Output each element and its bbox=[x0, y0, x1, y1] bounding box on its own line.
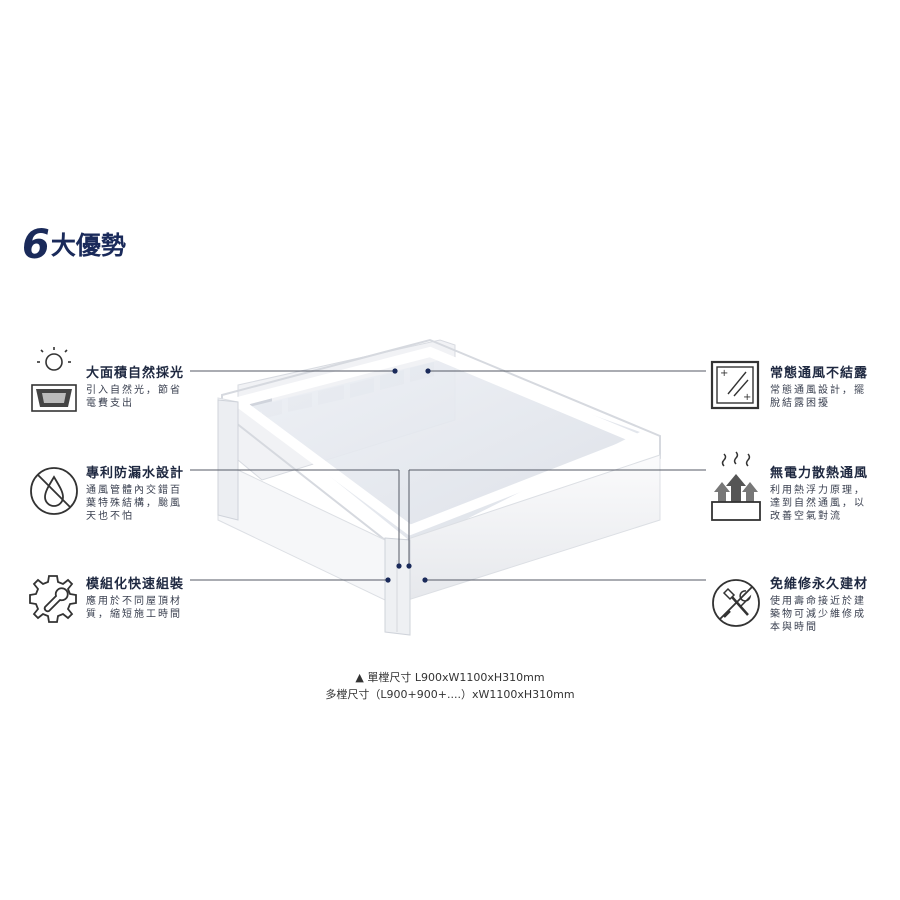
caption-single: ▲ 單樘尺寸 L900xW1100xH310mm bbox=[355, 671, 545, 684]
feature-heading: 免維修永久建材 bbox=[770, 577, 869, 592]
feature-leakproof: 專利防漏水設計 通風管體內交錯百葉特殊結構，颱風天也不怕 bbox=[86, 462, 226, 523]
no-tools-icon bbox=[710, 577, 762, 629]
feature-desc: 使用壽命接近於建築物可減少維修成本與時間 bbox=[770, 596, 866, 633]
title-number: 6 bbox=[22, 222, 50, 268]
feature-no-power-cooling: 無電力散熱通風 利用熱浮力原理，達到自然通風，以改善空氣對流 bbox=[770, 462, 900, 523]
feature-desc: 常態通風設計，擺脫結露困擾 bbox=[770, 385, 866, 409]
feature-heading: 大面積自然採光 bbox=[86, 366, 185, 381]
feature-desc: 應用於不同屋頂材質，縮短施工時間 bbox=[86, 596, 182, 620]
feature-desc: 引入自然光，節省電費支出 bbox=[86, 385, 182, 409]
heat-rise-icon bbox=[710, 450, 762, 521]
feature-desc: 利用熱浮力原理，達到自然通風，以改善空氣對流 bbox=[770, 485, 866, 522]
feature-heading: 常態通風不結露 bbox=[770, 366, 869, 381]
title-text: 大優勢 bbox=[50, 231, 126, 260]
sun-skylight-icon bbox=[28, 345, 80, 412]
svg-text:+: + bbox=[720, 368, 728, 379]
feature-heading: 專利防漏水設計 bbox=[86, 466, 185, 481]
svg-text:+: + bbox=[743, 392, 751, 403]
feature-heading: 模組化快速組裝 bbox=[86, 577, 185, 592]
page-title: 6大優勢 bbox=[22, 222, 126, 268]
gear-wrench-icon bbox=[26, 572, 78, 624]
feature-ventilation: 常態通風不結露 常態通風設計，擺脫結露困擾 bbox=[770, 362, 900, 410]
feature-modular: 模組化快速組裝 應用於不同屋頂材質，縮短施工時間 bbox=[86, 573, 226, 621]
feature-desc: 通風管體內交錯百葉特殊結構，颱風天也不怕 bbox=[86, 485, 182, 522]
caption-multi: 多樘尺寸（L900+900+....）xW1100xH310mm bbox=[325, 688, 575, 701]
feature-heading: 無電力散熱通風 bbox=[770, 466, 869, 481]
no-water-drop-icon bbox=[28, 465, 80, 517]
dimension-caption: ▲ 單樘尺寸 L900xW1100xH310mm 多樘尺寸（L900+900+.… bbox=[0, 669, 900, 703]
feature-daylighting: 大面積自然採光 引入自然光，節省電費支出 bbox=[86, 362, 226, 410]
feature-maintenance-free: 免維修永久建材 使用壽命接近於建築物可減少維修成本與時間 bbox=[770, 573, 900, 634]
window-glass-icon: + + bbox=[710, 358, 762, 410]
